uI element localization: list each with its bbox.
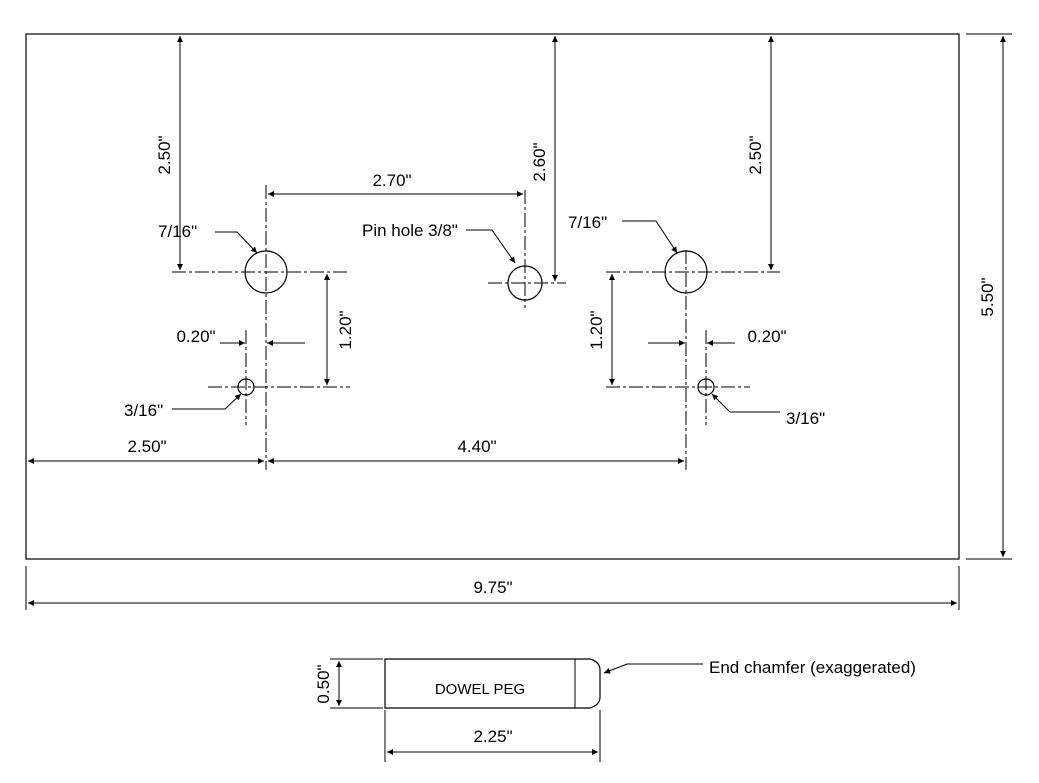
dim-peg-diameter: 0.50" — [314, 658, 383, 709]
dowel-peg-label: DOWEL PEG — [435, 681, 525, 698]
dim-left-edge-to-hole-text: 2.50" — [127, 437, 166, 456]
dim-hole-to-hole: 4.40" — [268, 437, 684, 464]
callout-end-chamfer-text: End chamfer (exaggerated) — [709, 658, 916, 677]
center-lines — [172, 185, 780, 470]
dim-peg-length-text: 2.25" — [473, 727, 512, 746]
dim-hole-to-hole-text: 4.40" — [457, 437, 496, 456]
dim-right-vertical-offset-text: 1.20" — [587, 310, 606, 349]
callout-right-large-hole: 7/16" — [568, 213, 678, 254]
dim-right-hole-top: 2.50" — [746, 36, 774, 270]
callout-pin-hole-text: Pin hole 3/8" — [362, 221, 458, 240]
callout-left-small-hole: 3/16" — [124, 393, 242, 420]
dim-pin-hole-top-text: 2.60" — [530, 142, 549, 181]
dim-left-hole-top: 2.50" — [155, 36, 183, 270]
callout-end-chamfer: End chamfer (exaggerated) — [603, 658, 916, 677]
callout-left-large-hole-text: 7/16" — [158, 222, 197, 241]
dim-overall-width: 9.75" — [25, 566, 960, 610]
dim-left-edge-to-hole: 2.50" — [28, 437, 264, 464]
dim-left-small-offset: 0.20" — [176, 327, 305, 346]
dim-pin-hole-top: 2.60" — [530, 36, 558, 281]
dowel-peg-body — [384, 658, 601, 709]
dim-left-vertical-offset-text: 1.20" — [336, 310, 355, 349]
dowel-peg: DOWEL PEG — [384, 658, 601, 709]
callout-left-small-hole-text: 3/16" — [124, 401, 163, 420]
dim-peg-length: 2.25" — [384, 710, 601, 762]
dim-right-hole-top-text: 2.50" — [746, 135, 765, 174]
dim-overall-width-text: 9.75" — [473, 578, 512, 597]
callout-left-large-hole: 7/16" — [158, 222, 258, 254]
dim-overall-height-text: 5.50" — [978, 277, 997, 316]
callout-pin-hole: Pin hole 3/8" — [362, 221, 516, 264]
callout-right-small-hole-text: 3/16" — [786, 409, 825, 428]
dim-right-small-offset-text: 0.20" — [747, 327, 786, 346]
dim-overall-height: 5.50" — [966, 33, 1012, 560]
dim-hole-to-pin-text: 2.70" — [372, 171, 411, 190]
dim-peg-diameter-text: 0.50" — [314, 664, 333, 703]
dim-left-small-offset-text: 0.20" — [176, 327, 215, 346]
dim-left-hole-top-text: 2.50" — [155, 135, 174, 174]
callout-right-small-hole: 3/16" — [711, 393, 825, 428]
plate-outline — [25, 33, 960, 560]
dim-left-vertical-offset: 1.20" — [324, 274, 355, 385]
callout-right-large-hole-text: 7/16" — [568, 213, 607, 232]
dim-hole-to-pin: 2.70" — [268, 171, 523, 197]
dim-right-vertical-offset: 1.20" — [587, 274, 615, 385]
dim-right-small-offset: 0.20" — [648, 327, 787, 346]
